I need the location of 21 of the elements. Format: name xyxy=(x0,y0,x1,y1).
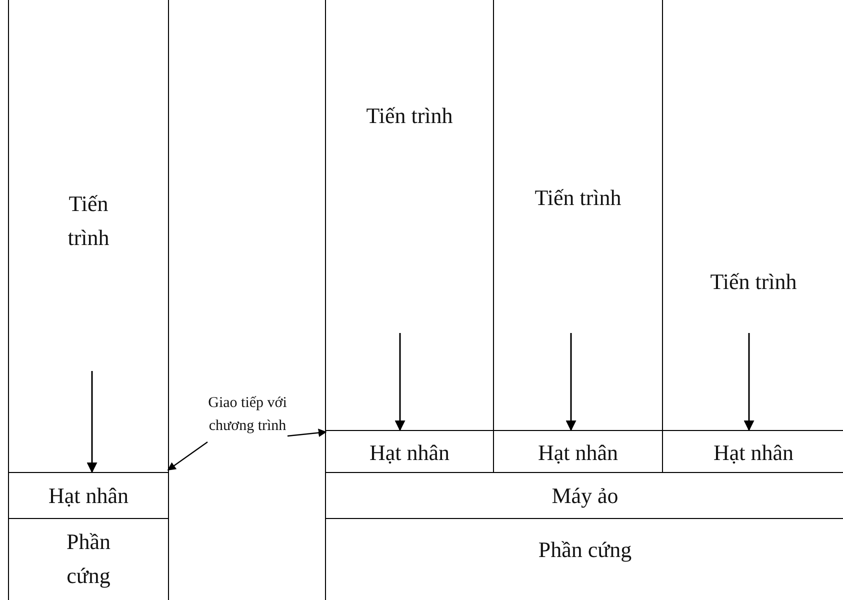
hardware-box xyxy=(8,518,169,600)
box-label: Phần cứng xyxy=(66,528,112,590)
arrow xyxy=(287,428,327,437)
arrow xyxy=(566,333,576,432)
box-label: Phần cứng xyxy=(538,536,632,564)
box-label: Máy ảo xyxy=(552,482,618,510)
box-label: Tiến trình xyxy=(534,184,622,212)
process-box xyxy=(8,0,169,473)
arrow xyxy=(394,333,406,432)
arrow xyxy=(86,371,98,474)
box-label: Tiến trình xyxy=(66,190,110,252)
box-label: Tiến trình xyxy=(366,102,453,130)
box-label: Hạt nhân xyxy=(48,482,129,510)
box-label: Hạt nhân xyxy=(369,439,450,467)
arrow xyxy=(167,442,208,470)
box-label: Tiến trình xyxy=(710,268,797,296)
kernel-box xyxy=(8,472,169,519)
box-label: Hạt nhân xyxy=(713,439,794,467)
arrow xyxy=(744,333,754,432)
annotation-text: Giao tiếp với chương trình xyxy=(207,394,288,436)
box-label: Hạt nhân xyxy=(538,439,618,467)
